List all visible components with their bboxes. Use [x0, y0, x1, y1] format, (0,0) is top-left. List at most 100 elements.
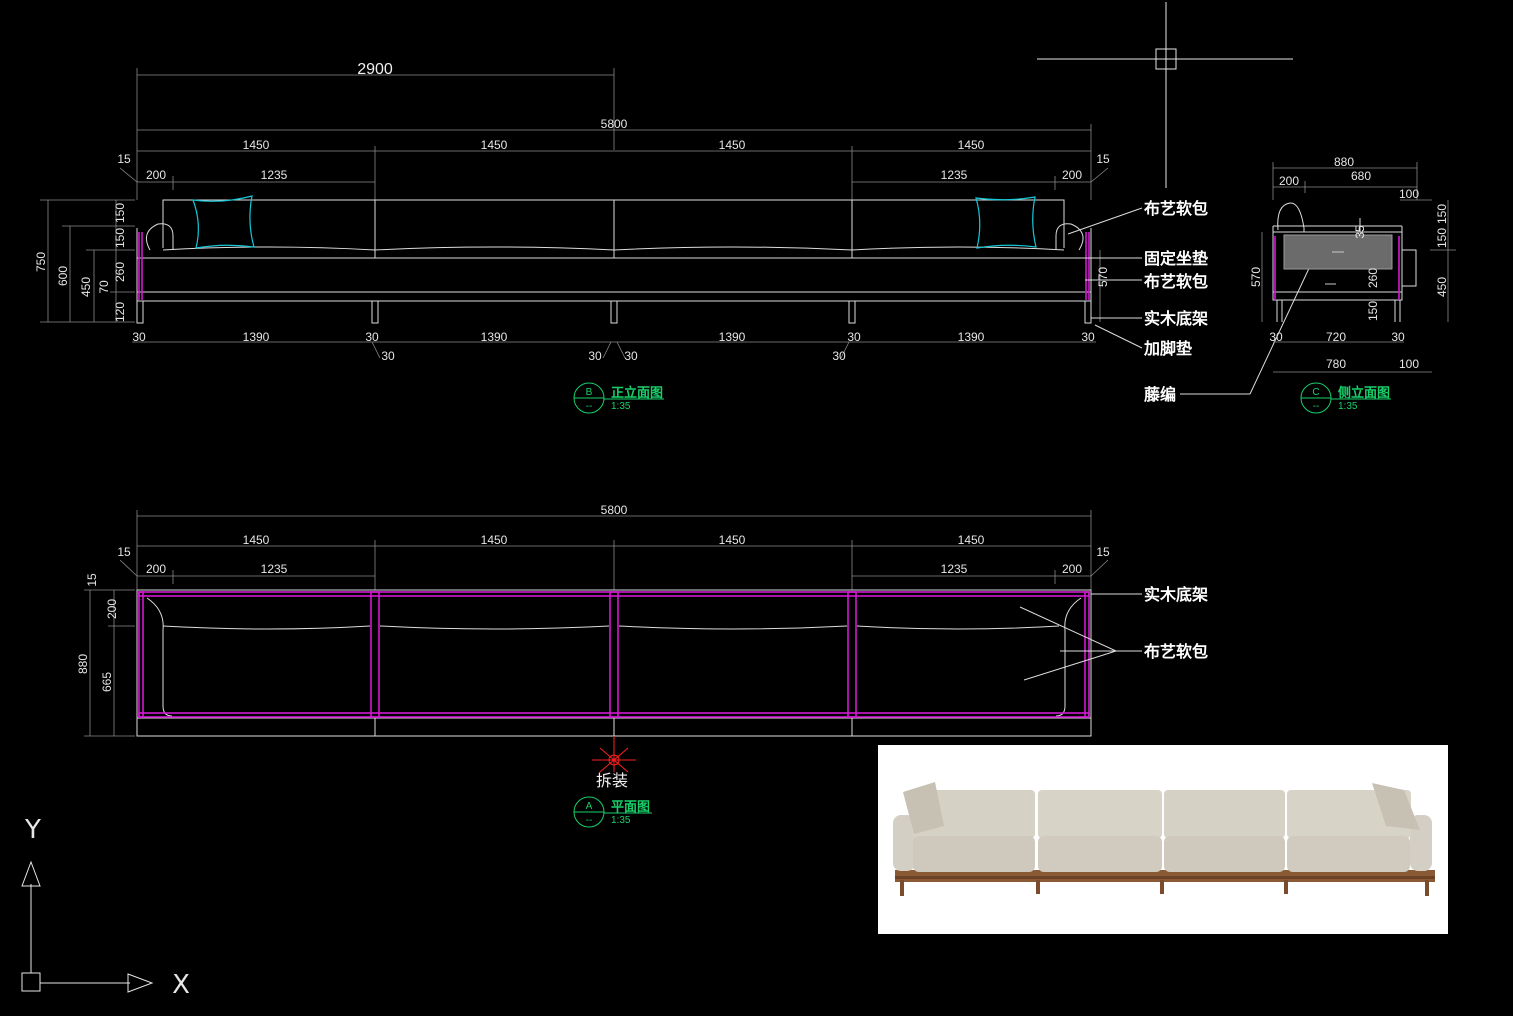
callout-fabric-mid: 布艺软包 [1144, 272, 1208, 291]
title-letter-b: B [586, 387, 593, 398]
dim-70: 70 [97, 280, 111, 294]
dim-30-b3: 30 [381, 349, 395, 363]
ucs-axis-icon [21, 860, 154, 993]
plan-callout-wood-frame: 实木底架 [1144, 585, 1208, 604]
side-elevation: 880 200 680 100 150 150 450 570 35 260 1… [1249, 155, 1456, 414]
dim-1390-d: 1390 [958, 330, 985, 344]
dim-2900: 2900 [357, 61, 393, 78]
side-dim-150-bottom: 150 [1366, 301, 1380, 321]
crosshair-cursor [1037, 2, 1293, 188]
plan-dim-200: 200 [105, 599, 119, 619]
callout-foot-pad: 加脚垫 [1143, 339, 1192, 358]
dim-150-top: 150 [113, 203, 127, 223]
plan-dim-1235-right: 1235 [941, 562, 968, 576]
disassembly-label: 拆装 [596, 772, 628, 790]
side-dim-150-top: 150 [1435, 204, 1449, 224]
dim-1450-c: 1450 [719, 138, 746, 152]
side-dim-30-right: 30 [1391, 330, 1405, 344]
title-front-elevation: 正立面图 [611, 385, 663, 401]
dim-1450-d: 1450 [958, 138, 985, 152]
dim-30-b7: 30 [832, 349, 846, 363]
product-photo [878, 745, 1448, 934]
plan-dim-665: 665 [100, 672, 114, 692]
view-title-front: B -- 正立面图 1:35 [573, 382, 664, 414]
side-dim-100-top: 100 [1399, 187, 1419, 201]
dimension-lines-bottom [132, 341, 1096, 359]
title-scale-a: 1:35 [611, 815, 631, 826]
side-dim-150-mid: 150 [1435, 228, 1449, 248]
disassembly-marker-icon [592, 736, 636, 773]
dim-120: 120 [113, 302, 127, 322]
view-title-side: C -- 侧立面图 1:35 [1300, 382, 1391, 414]
sofa-plan-outline [136, 589, 1092, 737]
title-side-elevation: 侧立面图 [1338, 385, 1390, 401]
plan-dim-200-left: 200 [146, 562, 166, 576]
title-dash-b: -- [586, 401, 593, 412]
title-scale-c: 1:35 [1338, 401, 1358, 412]
dim-30-b5: 30 [624, 349, 638, 363]
plan-view: 5800 1450 1450 1450 1450 15 15 200 1235 … [76, 503, 1208, 828]
dim-30-b1: 30 [132, 330, 146, 344]
dim-750: 750 [34, 252, 48, 272]
front-elevation: 2900 5800 1450 1450 1450 1450 15 15 200 … [34, 61, 1110, 414]
dim-15-left: 15 [117, 152, 131, 166]
side-dim-30-left: 30 [1269, 330, 1283, 344]
dim-200-right: 200 [1062, 168, 1082, 182]
dim-600: 600 [56, 266, 70, 286]
plan-dim-15-right: 15 [1096, 545, 1110, 559]
dim-1390-a: 1390 [243, 330, 270, 344]
plan-dim-200-right: 200 [1062, 562, 1082, 576]
dim-1390-c: 1390 [719, 330, 746, 344]
title-letter-a: A [586, 801, 593, 812]
callout-fixed-cushion: 固定坐垫 [1144, 249, 1208, 268]
dim-570-right: 570 [1096, 267, 1110, 287]
plan-callout-fabric: 布艺软包 [1144, 642, 1208, 661]
dim-150-mid: 150 [113, 228, 127, 248]
side-dimension-lines [1261, 162, 1456, 373]
plan-dim-1450-b: 1450 [481, 533, 508, 547]
plan-dim-1450-d: 1450 [958, 533, 985, 547]
dim-15-right: 15 [1096, 152, 1110, 166]
cushion-pillow-left [192, 195, 255, 249]
dim-30-b8: 30 [1081, 330, 1095, 344]
title-plan: 平面图 [611, 800, 650, 815]
cushion-pillow-right [975, 196, 1037, 249]
axis-y-label: Y [24, 815, 41, 845]
plan-dim-1235-left: 1235 [261, 562, 288, 576]
dim-200-left: 200 [146, 168, 166, 182]
callout-wood-frame: 实木底架 [1144, 309, 1208, 328]
plan-dim-1450-a: 1450 [243, 533, 270, 547]
side-dim-200: 200 [1279, 174, 1299, 188]
callout-leaders [1046, 207, 1313, 395]
view-title-plan: A -- 平面图 1:35 [573, 796, 652, 828]
sofa-front-outline [136, 199, 1092, 324]
callout-rattan: 藤编 [1144, 385, 1176, 404]
side-dim-100-bottom: 100 [1399, 357, 1419, 371]
dim-1450-b: 1450 [481, 138, 508, 152]
dim-5800: 5800 [601, 117, 628, 131]
title-scale-b: 1:35 [611, 401, 631, 412]
dim-260: 260 [113, 262, 127, 282]
plan-callout-leaders [1019, 593, 1142, 681]
dim-1390-b: 1390 [481, 330, 508, 344]
side-dim-680: 680 [1351, 169, 1371, 183]
side-dim-720: 720 [1326, 330, 1346, 344]
side-dim-260: 260 [1366, 268, 1380, 288]
side-dim-780: 780 [1326, 357, 1346, 371]
dim-1450-a: 1450 [243, 138, 270, 152]
dimension-lines-left [40, 199, 135, 323]
dim-1235-right: 1235 [941, 168, 968, 182]
plan-dim-15: 15 [85, 573, 99, 587]
side-dim-35: 35 [1353, 225, 1367, 239]
callout-fabric-top: 布艺软包 [1144, 199, 1208, 218]
plan-dimension-lines [84, 510, 1109, 737]
dim-30-b2: 30 [365, 330, 379, 344]
title-dash-c: -- [1313, 401, 1320, 412]
plan-dim-1450-c: 1450 [719, 533, 746, 547]
plan-dim-5800: 5800 [601, 503, 628, 517]
side-dim-450: 450 [1435, 277, 1449, 297]
dim-30-b4: 30 [588, 349, 602, 363]
side-dim-880: 880 [1334, 155, 1354, 169]
sofa-side-outline [1272, 202, 1417, 322]
